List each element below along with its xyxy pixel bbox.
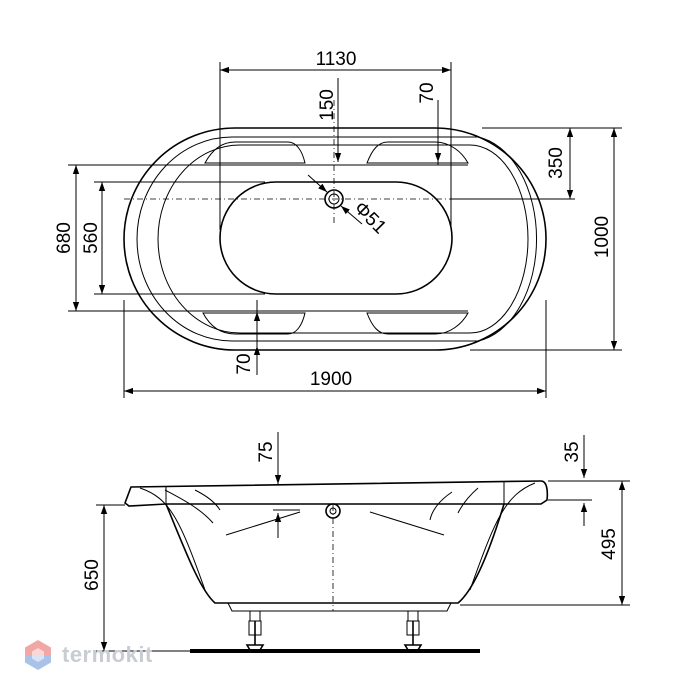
- armrest-top-right: [366, 141, 469, 164]
- dim-560: 560: [81, 222, 102, 254]
- dim-350: 350: [546, 147, 567, 179]
- dim-1900: 1900: [310, 369, 352, 390]
- dim-70-top: 70: [417, 82, 438, 103]
- dim-150: 150: [317, 89, 338, 121]
- basin: [219, 181, 453, 295]
- dim-1000: 1000: [592, 216, 613, 258]
- armrest-bottom-right: [366, 312, 469, 335]
- armrest-top-left: [204, 141, 306, 164]
- hexagon-logo-icon: [25, 640, 51, 670]
- side-rim: [124, 480, 549, 507]
- dim-75: 75: [256, 441, 277, 462]
- inner-rim: [136, 136, 537, 342]
- dim-650: 650: [82, 559, 103, 591]
- top-view: 1130 150 70 350 1000 680 560 70 1900 Φ51: [54, 49, 622, 398]
- dim-70-bottom: 70: [234, 353, 255, 374]
- armrest-bottom-left: [202, 312, 306, 335]
- dim-drain-diameter: Φ51: [350, 198, 391, 239]
- side-view: 75 35 495 650: [82, 432, 630, 653]
- leg-left: [245, 610, 265, 651]
- floor-line: [190, 649, 480, 653]
- dim-1130: 1130: [316, 49, 357, 70]
- side-bottom: [227, 602, 452, 612]
- watermark-text: termokit: [62, 642, 153, 667]
- side-body-inner: [139, 487, 206, 591]
- dim-495: 495: [599, 528, 620, 560]
- inner-rim-2: [157, 144, 529, 334]
- dim-680: 680: [54, 222, 75, 254]
- side-body: [165, 503, 505, 604]
- leg-right: [403, 610, 423, 651]
- outer-rim: [123, 127, 547, 351]
- dim-35: 35: [562, 441, 583, 462]
